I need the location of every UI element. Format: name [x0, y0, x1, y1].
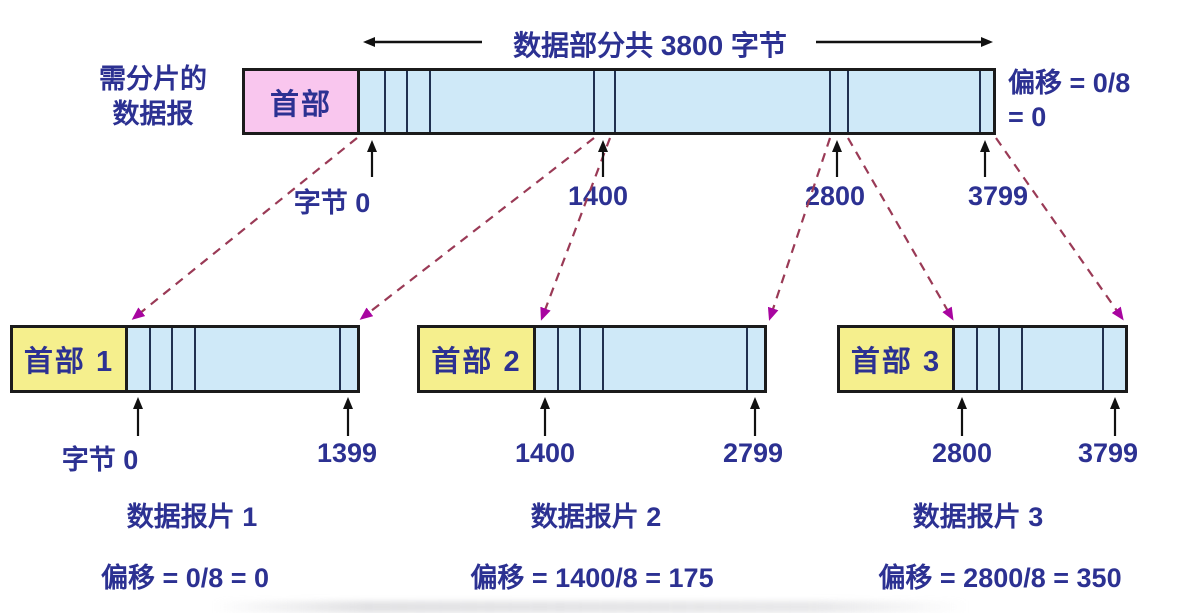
- data-segment-end: [748, 328, 764, 390]
- source-offset-line1: 偏移 = 0/8: [1008, 68, 1131, 98]
- data-segment: [128, 328, 151, 390]
- data-segment: [173, 328, 196, 390]
- fragment-3-name: 数据报片 3: [912, 502, 1044, 532]
- fragment-3-bar: 首部 3: [837, 325, 1128, 393]
- fragment-2-offset: 偏移 = 1400/8 = 175: [470, 563, 714, 593]
- source-offset-line2: = 0: [1008, 102, 1047, 132]
- data-segment-1400-boundary: [595, 71, 616, 132]
- byte-mark-2800: 2800: [804, 181, 866, 211]
- source-datagram-caption-line1: 需分片的: [99, 64, 207, 94]
- byte-mark-3799: 3799: [967, 181, 1029, 211]
- data-segment: [1023, 328, 1104, 390]
- fragment-3-start-label: 2800: [931, 438, 993, 468]
- data-segment: [559, 328, 581, 390]
- fragment-2-name: 数据报片 2: [530, 502, 662, 532]
- source-offset-label: 偏移 = 0/8 = 0: [1008, 66, 1130, 134]
- split-line-0-to-frag1-start-icon: [131, 137, 358, 320]
- fragment-byte-ticks: [133, 397, 1120, 436]
- split-line-2800-to-frag3-start-icon: [847, 137, 954, 321]
- fragment-1-end-label: 1399: [316, 438, 378, 468]
- fragment-1-header-segment: 首部 1: [13, 328, 128, 390]
- data-segment: [849, 71, 981, 132]
- byte-mark-0: 字节 0: [293, 188, 371, 218]
- fragment-2-end-label: 2799: [722, 438, 784, 468]
- data-segment: [431, 71, 595, 132]
- data-segment: [196, 328, 341, 390]
- data-segment: [360, 71, 386, 132]
- fragment-1-offset: 偏移 = 0/8 = 0: [100, 563, 270, 593]
- fragment-1-name: 数据报片 1: [126, 502, 258, 532]
- split-line-2800-to-frag2-end-icon: [767, 137, 832, 321]
- data-segment-end: [341, 328, 357, 390]
- data-segment: [616, 71, 831, 132]
- fragment-1-start-label: 字节 0: [61, 445, 139, 475]
- fragment-2-header-segment: 首部 2: [420, 328, 536, 390]
- data-segment: [955, 328, 978, 390]
- split-line-3799-to-frag3-end-icon: [995, 137, 1124, 321]
- source-datagram-caption: 需分片的 数据报: [78, 62, 228, 132]
- data-span-label: 数据部分共 3800 字节: [513, 30, 787, 61]
- fragment-split-lines: [131, 137, 1124, 321]
- fragment-3-header-segment: 首部 3: [840, 328, 955, 390]
- fragment-3-offset: 偏移 = 2800/8 = 350: [878, 563, 1122, 593]
- data-segment: [151, 328, 173, 390]
- source-datagram-bar: 首部: [242, 68, 996, 135]
- data-segment: [386, 71, 408, 132]
- fragment-3-end-label: 3799: [1077, 438, 1139, 468]
- split-line-1400-to-frag1-end-icon: [359, 137, 595, 320]
- data-segment: [1000, 328, 1023, 390]
- data-segment: [604, 328, 748, 390]
- fragment-2-start-label: 1400: [514, 438, 576, 468]
- data-segment: [408, 71, 431, 132]
- source-header-segment: 首部: [245, 71, 360, 132]
- fragment-1-bar: 首部 1: [10, 325, 360, 393]
- source-datagram-caption-line2: 数据报: [112, 99, 194, 129]
- split-line-1400-to-frag2-start-icon: [540, 137, 612, 321]
- data-segment-end: [1104, 328, 1125, 390]
- data-segment: [978, 328, 1000, 390]
- bottom-artifact: [212, 601, 969, 613]
- data-segment-end: [981, 71, 993, 132]
- byte-mark-1400: 1400: [567, 181, 629, 211]
- data-segment-2800-boundary: [831, 71, 849, 132]
- data-segment: [536, 328, 559, 390]
- data-segment: [581, 328, 604, 390]
- source-byte-ticks: [367, 140, 990, 177]
- fragment-2-bar: 首部 2: [417, 325, 767, 393]
